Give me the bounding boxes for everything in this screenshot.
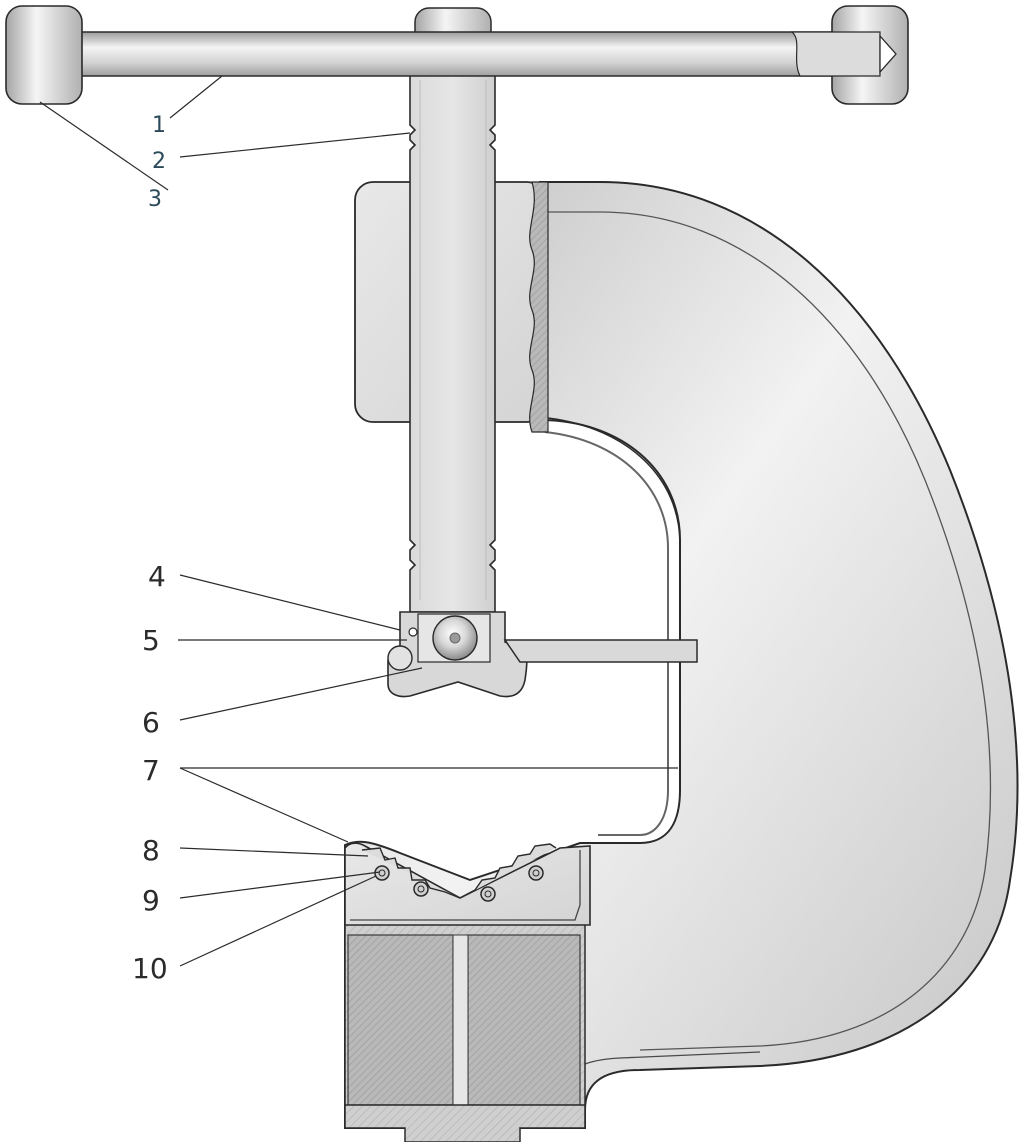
t-handle [5,5,909,105]
pin-1 [374,865,390,881]
anvil-die [344,842,591,926]
callout-6: 6 [142,706,160,739]
callout-4: 4 [148,560,166,593]
pin-2 [413,881,429,897]
leader-lines [39,75,678,967]
callout-10: 10 [132,952,168,985]
jaw-teeth-left [361,847,461,899]
base-section [344,919,586,1142]
callout-5: 5 [142,624,160,657]
callout-labels: 1 2 3 4 5 6 7 8 9 10 [132,113,168,985]
callout-9: 9 [142,884,160,917]
frame-flange-line [545,211,992,1051]
arrow-tip [879,34,897,74]
throat-rim-inner [547,417,681,545]
throat-rim [544,431,669,836]
pin-4 [528,865,544,881]
handle-knob-left [5,5,83,105]
pin-3 [480,886,496,902]
side-knob [387,645,413,671]
handle-bar [73,31,840,77]
screw-ram [409,59,496,613]
stop-arm [503,639,698,663]
callout-1: 1 [152,113,166,138]
callout-3: 3 [148,187,162,212]
callout-8: 8 [142,834,160,867]
set-pin [408,627,418,637]
cut-edge [529,181,549,433]
punch-head [387,611,528,698]
callout-7: 7 [142,754,160,787]
callout-2: 2 [152,149,166,174]
jaw-teeth-right [459,843,557,899]
